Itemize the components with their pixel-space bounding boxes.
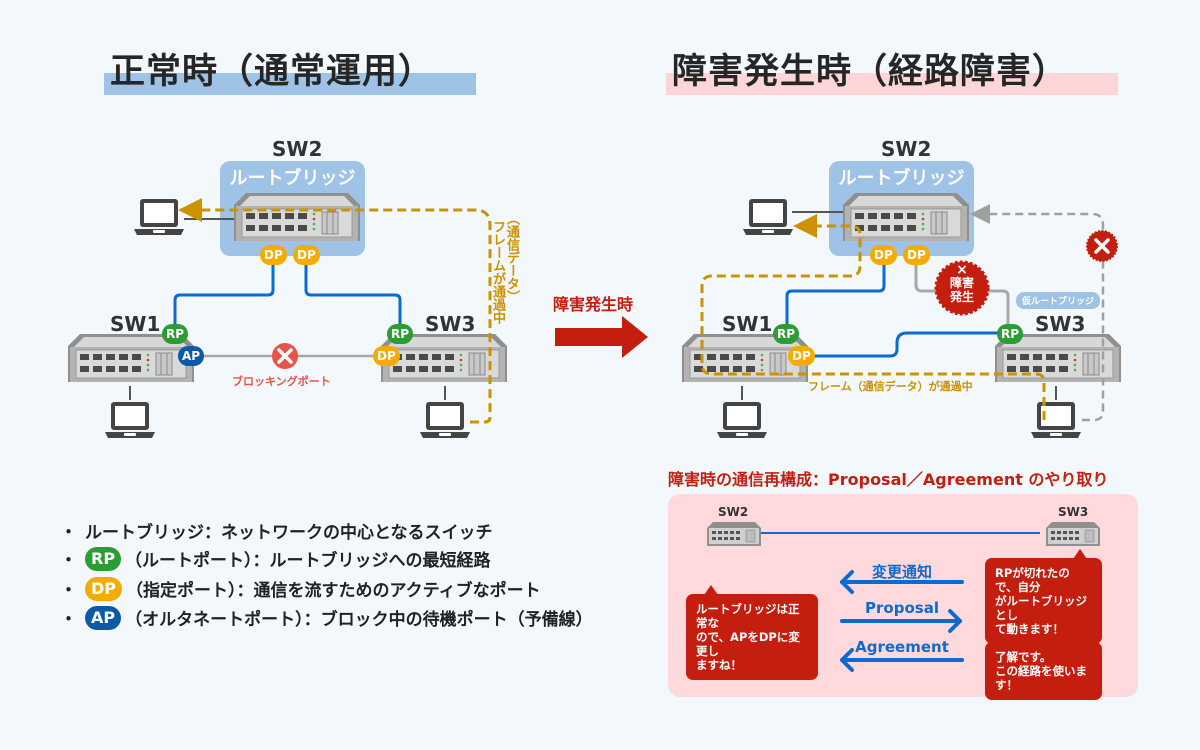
right-sw1-label: SW1 <box>722 312 773 336</box>
left-sw3-label: SW3 <box>425 312 476 336</box>
legend-text: ルートブリッジ：ネットワークの中心となるスイッチ <box>85 523 493 543</box>
msg-proposal-arrow <box>840 609 962 633</box>
left-sw2-label: SW2 <box>272 137 323 161</box>
left-sw1-ap-badge: AP <box>178 346 205 366</box>
left-sw3-dp-badge: DP <box>373 346 400 366</box>
msg-change-notice-label: 変更通知 <box>871 563 932 581</box>
blocked-x-icon <box>272 343 298 369</box>
msg-agreement-arrow <box>840 648 964 672</box>
bubble-line: がルートブリッジとし <box>995 594 1087 622</box>
bubble-line: 了解です。 <box>995 650 1052 664</box>
bubble-line: ルートブリッジは正常な <box>696 602 800 630</box>
right-sw3-laptop-icon <box>1031 402 1081 438</box>
legend-dp: ・ DP （指定ポート）：通信を流すためのアクティブなポート <box>60 576 541 601</box>
right-sw3-rp-badge: RP <box>997 324 1024 344</box>
left-sw2-sw3-link <box>304 262 402 325</box>
failure-badge-line2: 発生 <box>949 290 974 304</box>
left-sw3-rp-badge: RP <box>387 324 414 344</box>
right-root-bridge-label: ルートブリッジ <box>838 168 965 189</box>
right-sw2-switch-icon <box>842 192 970 242</box>
bullet: ・ <box>60 551 77 571</box>
left-title-highlight <box>104 73 476 95</box>
right-sw1-sw3-link <box>812 331 1005 358</box>
legend-text: （オルタネートポート）：ブロック中の待機ポート（予備線） <box>125 610 593 630</box>
left-frame-label-col1: （通信データ） <box>504 212 519 303</box>
bullet: ・ <box>60 610 77 630</box>
legend-ap-badge: AP <box>85 605 122 630</box>
left-root-bridge-label: ルートブリッジ <box>229 168 356 189</box>
bullet: ・ <box>60 523 77 543</box>
right-sw2-sw1-link <box>785 262 886 325</box>
left-frame-path <box>178 198 492 424</box>
right-title-highlight <box>666 73 1118 95</box>
left-sw1-label: SW1 <box>110 312 161 336</box>
bubble-line: RPが切れたので、自分 <box>995 566 1070 594</box>
legend-dp-badge: DP <box>85 576 123 601</box>
right-sw1-rp-badge: RP <box>773 324 800 344</box>
failure-badge-icon: × <box>956 262 968 278</box>
bubble-line: この経路を使います！ <box>995 664 1087 692</box>
reconfig-sw2-switch-icon <box>706 521 762 547</box>
reconfig-sw3-label: SW3 <box>1058 505 1089 519</box>
legend-rp: ・ RP （ルートポート）：ルートブリッジへの最短経路 <box>60 546 491 571</box>
failure-badge-line1: 障害 <box>949 276 974 290</box>
legend-root-bridge: ・ ルートブリッジ：ネットワークの中心となるスイッチ <box>60 518 493 543</box>
legend-rp-badge: RP <box>85 546 122 571</box>
legend-ap: ・ AP （オルタネートポート）：ブロック中の待機ポート（予備線） <box>60 605 593 630</box>
legend-text: （ルートポート）：ルートブリッジへの最短経路 <box>125 551 491 571</box>
bubble-line: ますね！ <box>696 658 742 672</box>
right-sw2-dp1-badge: DP <box>870 245 897 265</box>
right-sw2-label: SW2 <box>881 137 932 161</box>
transition-arrow-icon <box>555 316 648 358</box>
left-sw2-sw1-link <box>173 262 275 325</box>
right-sw1-laptop-icon <box>717 402 767 438</box>
right-frame-path <box>700 214 1046 420</box>
left-frame-label-col2: フレームが通過中 <box>490 220 505 324</box>
left-sw1-rp-badge: RP <box>162 324 189 344</box>
failure-burst-icon <box>934 260 990 316</box>
sw3-speech-bubble-1: RPが切れたので、自分 がルートブリッジとし て動きます！ <box>985 549 1102 644</box>
sw3-speech-bubble-2: 了解です。 この経路を使います！ <box>985 633 1102 700</box>
old-path-x-icon <box>1086 230 1118 262</box>
right-sw2-dp2-badge: DP <box>903 245 930 265</box>
right-old-path <box>970 204 1105 422</box>
bullet: ・ <box>60 581 77 601</box>
left-sw3-laptop-icon <box>420 402 470 438</box>
reconfig-sw3-switch-icon <box>1045 521 1101 547</box>
left-sw2-dp2-badge: DP <box>293 245 320 265</box>
bubble-line: て動きます！ <box>995 622 1064 636</box>
transition-label: 障害発生時 <box>553 295 634 314</box>
right-sw2-laptop-icon <box>743 199 793 235</box>
msg-proposal-label: Proposal <box>865 599 939 617</box>
legend-text: （指定ポート）：通信を流すためのアクティブなポート <box>126 581 541 601</box>
left-sw2-dp1-badge: DP <box>260 245 287 265</box>
msg-change-notice-arrow <box>840 570 964 594</box>
left-title: 正常時（通常運用） <box>110 52 435 92</box>
right-sw1-dp-badge: DP <box>788 346 815 366</box>
sw2-speech-bubble: .sb1:before{left:26px;} ルートブリッジは正常な ので、A… <box>686 585 818 680</box>
left-sw2-laptop-icon <box>134 199 184 235</box>
msg-agreement-label: Agreement <box>855 638 949 656</box>
reconfig-title: 障害時の通信再構成：Proposal／Agreement のやり取り <box>668 470 1109 489</box>
reconfig-sw2-label: SW2 <box>718 505 749 519</box>
right-frame-label: フレーム（通信データ）が通過中 <box>808 380 973 393</box>
left-sw1-laptop-icon <box>105 402 155 438</box>
bubble-line: ので、APをDPに変更し <box>696 630 800 658</box>
right-title: 障害発生時（経路障害） <box>672 52 1069 92</box>
left-sw2-switch-icon <box>233 192 361 242</box>
right-sw3-label: SW3 <box>1035 312 1086 336</box>
blocking-port-label: ブロッキングポート <box>232 375 331 388</box>
temp-root-bridge-tag: 仮ルートブリッジ <box>1016 292 1101 309</box>
